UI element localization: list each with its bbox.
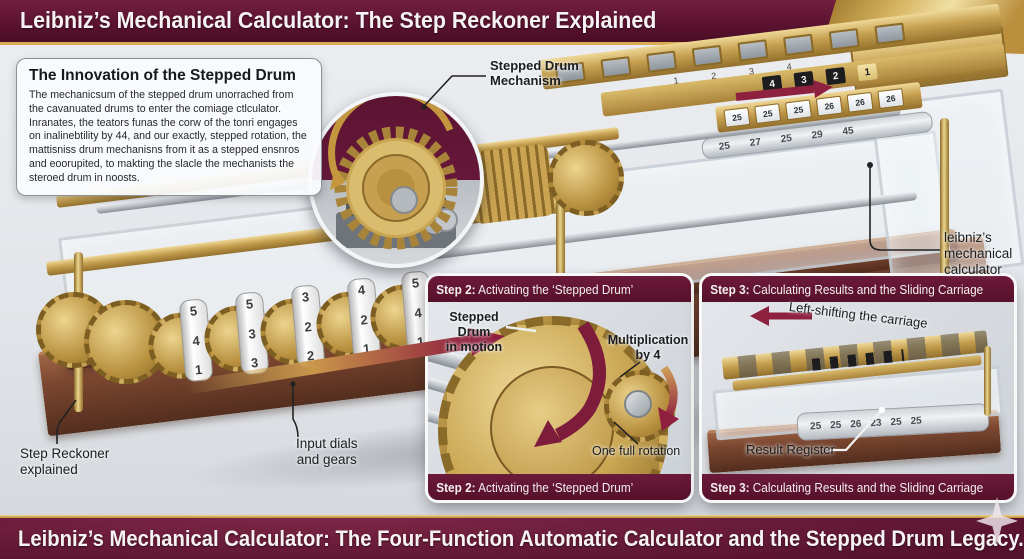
mini-register-digit: 25 [829, 419, 842, 431]
innovation-box-title: The Innovation of the Stepped Drum [29, 67, 296, 84]
window-digit: 26 [846, 91, 874, 113]
dial-digit: 4 [413, 304, 423, 321]
register-digit: 29 [810, 129, 824, 142]
step2-title-prefix: Step 2: [436, 281, 476, 297]
step3-label-register: Result Register [746, 442, 835, 457]
dial-digit: 4 [357, 282, 366, 298]
carriage-tab-active: 1 [857, 63, 878, 82]
window-digit: 25 [754, 103, 782, 125]
step2-footer-rest: Activating the ‘Stepped Drum’ [475, 479, 634, 495]
mini-post [984, 346, 991, 416]
stepped-drum-gear-illustration [328, 96, 458, 250]
dial-digit: 3 [301, 289, 310, 305]
case-post-right [940, 118, 949, 276]
carriage-window [691, 44, 723, 68]
step2-footer: Step 2: Activating the ‘Stepped Drum’ [428, 474, 691, 500]
dial-digit: 1 [194, 361, 203, 378]
carriage-window [874, 22, 906, 45]
carriage-window [737, 39, 769, 62]
stepped-drum-inset [308, 92, 484, 268]
step2-label-rotation: One full rotation [592, 444, 681, 458]
step3-footer-title: Step 3: Calculating Results and the Slid… [702, 480, 983, 495]
window-digit: 25 [785, 99, 813, 121]
carriage-window [600, 56, 632, 79]
window-digit: 26 [877, 88, 905, 109]
dial-digit: 5 [189, 303, 198, 319]
step3-footer: Step 3: Calculating Results and the Slid… [702, 474, 1014, 500]
footer-bar: Leibniz’s Mechanical Calculator: The Fou… [0, 518, 1024, 559]
dial-digit: 5 [411, 275, 420, 291]
window-digit: 26 [815, 95, 843, 117]
step2-header: Step 2: Activating the ‘Stepped Drum’ [428, 276, 691, 302]
footer-gold-line [0, 515, 1024, 518]
carriage-window [828, 28, 860, 51]
mini-register-digit: 25 [910, 415, 922, 427]
register-digit: 27 [749, 136, 762, 150]
dial-digit: 1 [416, 333, 425, 350]
dial-digit: 3 [247, 325, 257, 342]
mini-register-digit: 23 [870, 417, 882, 429]
dial-digit: 4 [191, 332, 201, 349]
callout-input-dials: Input dials and gears [296, 436, 358, 467]
dial-digit: 2 [306, 347, 315, 364]
register-digit: 45 [841, 125, 855, 138]
step3-footer-prefix: Step 3: [710, 479, 750, 495]
step3-title: Step 3: Calculating Results and the Slid… [702, 282, 983, 297]
register-digit: 25 [718, 140, 731, 153]
header-title: Leibniz’s Mechanical Calculator: The Ste… [20, 7, 657, 33]
dial-digit: 3 [250, 354, 259, 371]
step3-title-prefix: Step 3: [710, 281, 750, 297]
step2-footer-prefix: Step 2: [436, 479, 476, 495]
step3-header: Step 3: Calculating Results and the Slid… [702, 276, 1014, 302]
dial-digit: 2 [303, 318, 313, 335]
multiplier-gear-hub [624, 390, 652, 418]
case-post-mid [556, 198, 565, 350]
register-digit: 25 [780, 132, 793, 146]
step3-title-rest: Calculating Results and the Sliding Carr… [749, 281, 984, 297]
step2-title: Step 2: Activating the ‘Stepped Drum’ [428, 282, 633, 297]
callout-stepped-drum-mechanism: Stepped Drum Mechanism [490, 58, 579, 89]
callout-leibniz-calculator: leibniz’s mechanical calculator [944, 230, 1013, 277]
step2-label-multiplication: Multiplication by 4 [607, 333, 689, 362]
carriage-tab: 4 [761, 74, 783, 93]
carriage-window [783, 33, 815, 57]
carriage-window [646, 50, 678, 73]
callout-step-reckoner: Step Reckoner explained [20, 446, 110, 477]
window-digit: 25 [723, 106, 751, 128]
footer-title: Leibniz’s Mechanical Calculator: The Fou… [18, 526, 1024, 551]
dial-digit: 1 [362, 340, 371, 357]
innovation-box: The Innovation of the Stepped Drum The m… [16, 58, 322, 197]
carriage-tab: 2 [825, 66, 847, 86]
step2-title-rest: Activating the ‘Stepped Drum’ [475, 281, 634, 297]
mini-register-digit: 25 [890, 416, 902, 428]
step3-footer-rest: Calculating Results and the Sliding Carr… [749, 479, 984, 495]
innovation-box-body: The mechanicsum of the stepped drum unor… [29, 89, 307, 184]
mini-register-digit: 26 [850, 418, 862, 430]
drum-gear-icon [548, 140, 624, 216]
step2-label-drum: Stepped Drum in motion [445, 310, 503, 354]
dial-digit: 5 [245, 296, 254, 312]
step2-footer-title: Step 2: Activating the ‘Stepped Drum’ [428, 480, 633, 495]
carriage-tab: 3 [793, 70, 815, 90]
mini-register-digit: 25 [809, 420, 822, 432]
dial-digit: 2 [359, 311, 369, 328]
